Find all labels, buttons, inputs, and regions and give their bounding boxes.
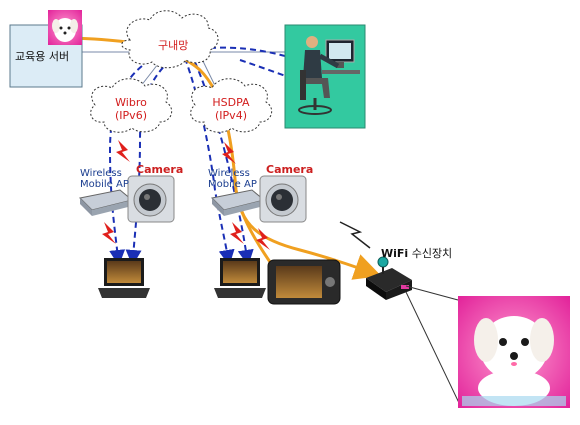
server-label: 교육용 서버	[15, 50, 70, 63]
camera-1-label: Camera	[136, 163, 184, 176]
server-puppy-thumbnail	[48, 10, 82, 45]
camera-2-label: Camera	[266, 163, 314, 176]
hsdpa-line1: HSDPA	[212, 96, 250, 109]
wifi-receiver-label: WiFi 수신장치	[381, 245, 452, 261]
workstation-user	[284, 24, 366, 129]
camera-2	[259, 175, 307, 223]
wifi-receiver-text: 수신장치	[408, 247, 453, 260]
blue-dashed-link-4	[125, 59, 171, 266]
callout-line-top	[405, 285, 459, 301]
ap-1-line2: Mobile AP	[80, 179, 129, 190]
hsdpa-cloud	[190, 78, 273, 133]
ap-1-label: Wireless Mobile AP	[80, 168, 129, 190]
wibro-cloud	[90, 78, 173, 133]
laptop-1	[98, 258, 150, 298]
lightning-bolts	[102, 140, 270, 250]
wifi-receiver-device	[366, 256, 412, 300]
camera-1	[127, 175, 175, 223]
ap-1-line1: Wireless	[80, 168, 122, 179]
wibro-line1: Wibro	[115, 96, 147, 109]
hsdpa-line2: (IPv4)	[215, 109, 247, 122]
main-cloud-label: 구내망	[158, 39, 189, 52]
puppy-photo	[458, 296, 570, 408]
wifi-signal-bolt	[339, 221, 371, 249]
laptop-2	[214, 258, 266, 298]
main-cloud	[121, 10, 219, 69]
wireless-ap-1	[78, 189, 134, 216]
wireless-ap-2	[210, 189, 266, 216]
blue-dashed-link-5	[184, 57, 235, 266]
wifi-brand: WiFi	[381, 247, 409, 260]
hsdpa-cloud-label: HSDPA (IPv4)	[206, 96, 256, 122]
ap-2-line2: Mobile AP	[208, 179, 257, 190]
wibro-cloud-label: Wibro (IPv6)	[108, 96, 154, 122]
wibro-line2: (IPv6)	[115, 109, 147, 122]
pmp-device	[267, 259, 341, 305]
ap-2-label: Wireless Mobile AP	[208, 168, 257, 190]
callout-line-bottom	[405, 291, 461, 406]
blue-dashed-link-6	[194, 61, 254, 266]
ap-2-line1: Wireless	[208, 168, 250, 179]
